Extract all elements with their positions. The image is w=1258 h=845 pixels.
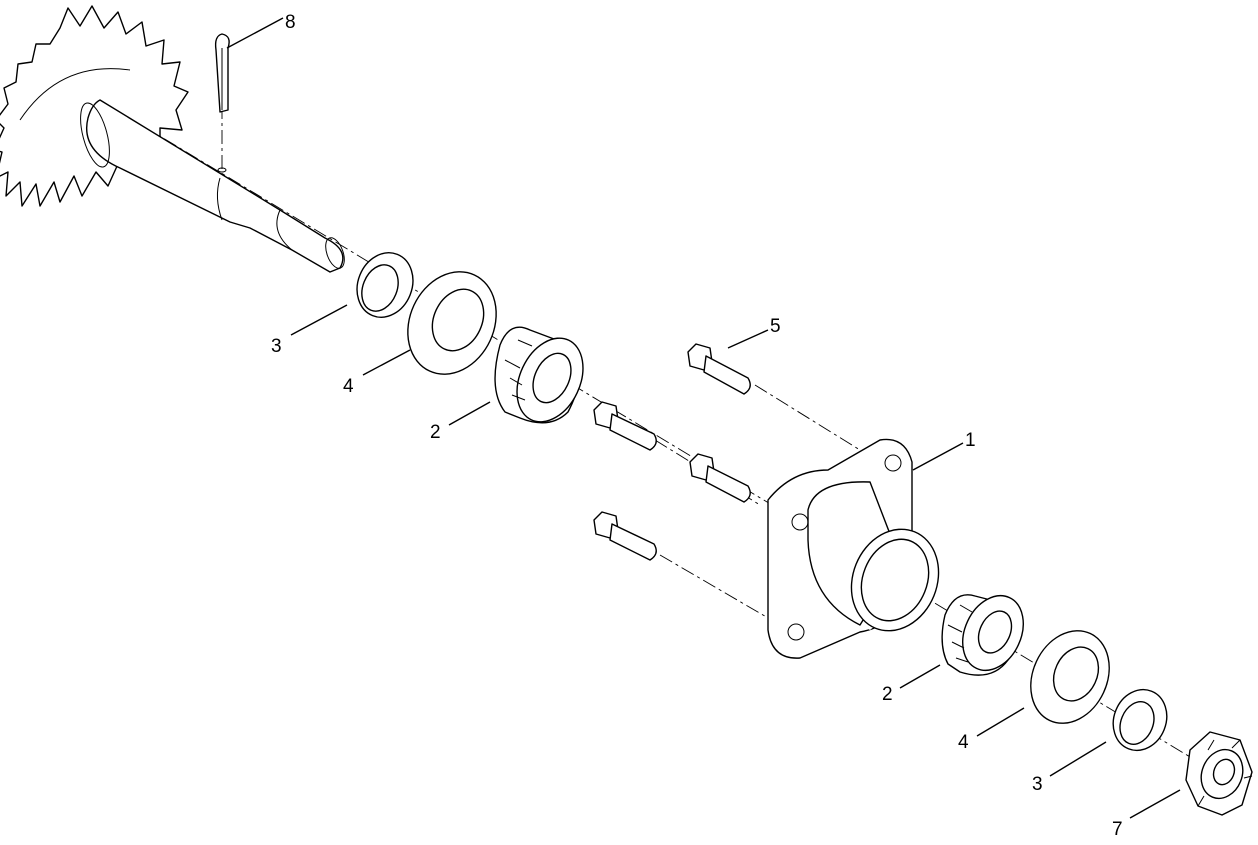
leader-lines [226, 17, 1181, 819]
callout-bolt: 5 [770, 316, 781, 337]
callout-spacer-left: 3 [271, 336, 282, 357]
callout-bearing-cone-right: 2 [882, 684, 893, 705]
callouts: 8 3 4 2 5 1 2 4 3 7 [271, 12, 1123, 840]
bolt-mid-left [593, 401, 657, 451]
callout-washer-right: 4 [958, 732, 969, 753]
bearing-cone-left [494, 326, 584, 424]
hub-flange [767, 438, 940, 659]
callout-cotter-pin: 8 [285, 12, 296, 33]
shaft [80, 99, 345, 273]
cotter-pin [214, 33, 230, 113]
bearing-cone-right [941, 594, 1024, 676]
callout-spacer-right: 3 [1032, 774, 1043, 795]
bolt-lower [593, 511, 657, 561]
washer-left [407, 271, 497, 375]
spacer-left [356, 252, 414, 318]
bolt-mid-right [689, 453, 751, 503]
spacer-right [1112, 688, 1168, 752]
callout-washer-left: 4 [343, 376, 354, 397]
castle-nut [1185, 731, 1253, 816]
callout-hub: 1 [965, 430, 976, 451]
washer-right [1030, 630, 1110, 724]
callout-bearing-cone-left: 2 [430, 422, 441, 443]
bolt-upper [687, 343, 751, 395]
callout-castle-nut: 7 [1112, 819, 1123, 840]
